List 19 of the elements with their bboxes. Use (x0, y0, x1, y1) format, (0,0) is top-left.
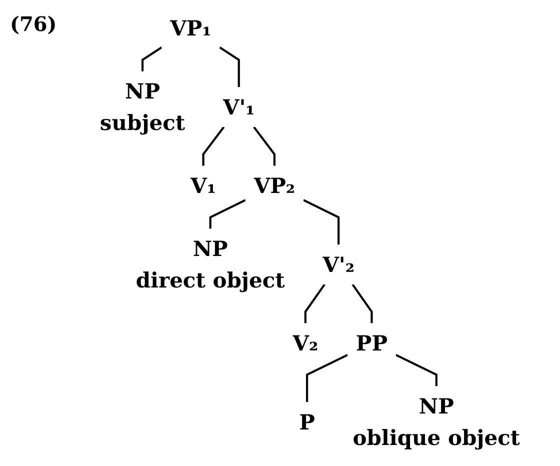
node-text: NP oblique object (352, 394, 520, 450)
connector (304, 284, 326, 324)
connector (395, 354, 438, 386)
connector (253, 126, 276, 166)
connector (141, 46, 162, 72)
node-text: V₂ (292, 330, 318, 356)
node-text: VP₂ (254, 173, 296, 198)
node-text: V₁ (190, 173, 216, 198)
connector (209, 199, 246, 229)
node-text: V'₁ (222, 94, 255, 120)
node-text: PP (356, 330, 388, 356)
node-text: V'₂ (322, 252, 355, 278)
connector (202, 126, 225, 166)
example-number: (76) (10, 12, 57, 36)
node-text: VP₁ (170, 16, 212, 41)
node-text: NP direct object (136, 236, 285, 293)
node-text: NP subject (100, 78, 186, 136)
connector (352, 284, 373, 324)
node-text: P (299, 409, 315, 435)
